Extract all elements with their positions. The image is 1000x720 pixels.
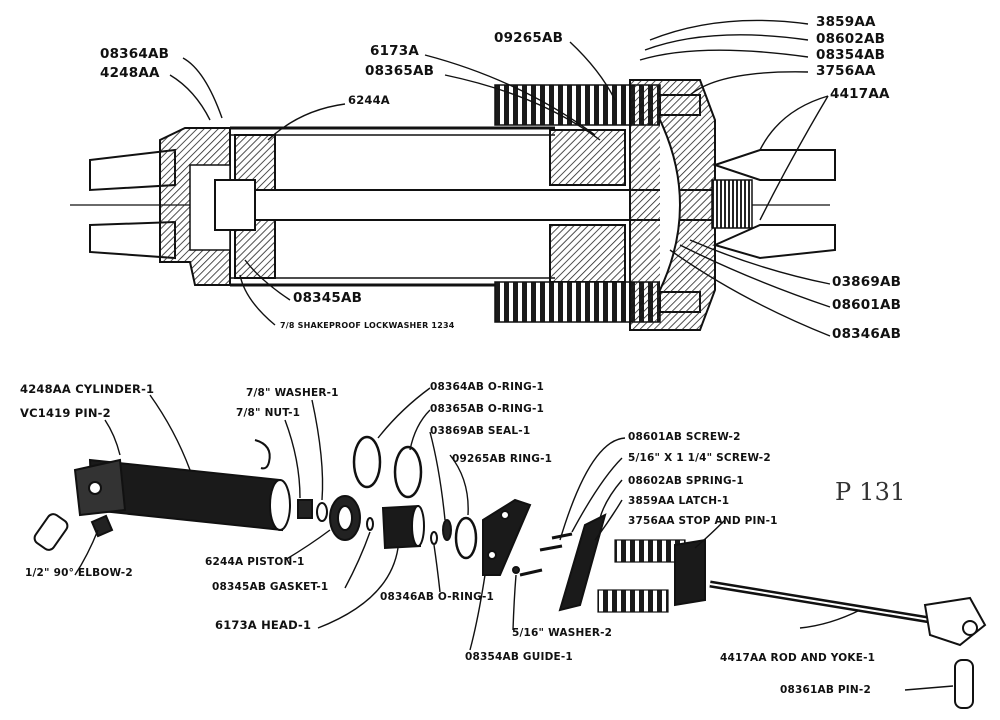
part-08361AB-pin: 08361AB PIN-2 [780,684,871,696]
part-seal: 03869AB SEAL-1 [430,425,531,437]
part-piston: 6244A PISTON-1 [205,556,305,568]
part-guide: 08354AB GUIDE-1 [465,651,573,663]
leader-lines-bottom [74,387,954,691]
latch-part [558,513,607,612]
label-6173A: 6173A [370,43,420,59]
seal-part [442,519,452,541]
part-stop-and-pin: 3756AA STOP AND PIN-1 [628,515,778,527]
cylinder-part [73,458,291,532]
part-oring-08346AB: 08346AB O-RING-1 [380,591,495,603]
label-6244A: 6244A [348,93,390,107]
part-cylinder: 4248AA CYLINDER-1 [20,382,155,396]
label-08602AB: 08602AB [816,31,886,47]
head-block [549,129,626,186]
label-08354AB: 08354AB [816,47,886,63]
exploded-view [33,435,987,709]
spring-part-bottom [597,589,669,613]
washer-part [316,502,328,522]
label-4248AA: 4248AA [100,65,160,81]
part-oring-08364AB: 08364AB O-RING-1 [430,381,545,393]
label-3756AA: 3756AA [816,63,876,79]
part-elbow: 1/2" 90° ELBOW-2 [25,567,133,579]
label-3859AA: 3859AA [816,14,876,30]
label-03869AB: 03869AB [832,274,902,290]
label-lockwasher: 7/8 SHAKEPROOF LOCKWASHER 1234 [280,321,455,330]
ring-part [454,516,478,560]
part-screw-5-16: 5/16" X 1 1/4" SCREW-2 [628,452,771,464]
label-08345AB: 08345AB [293,290,363,306]
yoke-pin-part [954,659,974,709]
page-number-note: P 131 [835,478,906,506]
yoke-part [923,596,987,647]
part-nut: 7/8" NUT-1 [236,407,301,419]
label-4417AA: 4417AA [830,86,890,102]
label-08601AB: 08601AB [832,297,902,313]
pin-part [33,513,69,551]
leader-lines-top [169,19,831,337]
part-gasket: 08345AB GASKET-1 [212,581,329,593]
part-rod-and-yoke: 4417AA ROD AND YOKE-1 [720,652,876,664]
oring-medium [393,445,423,499]
part-spring: 08602AB SPRING-1 [628,475,744,487]
stop-part [674,538,706,607]
part-head: 6173A HEAD-1 [215,618,312,632]
clip-part [254,439,271,470]
part-vc1419-pin: VC1419 PIN-2 [20,406,111,420]
label-08346AB: 08346AB [832,326,902,342]
label-09265AB: 09265AB [494,30,564,46]
nut-part [297,499,313,519]
part-ring: 09265AB RING-1 [452,453,553,465]
part-latch: 3859AA LATCH-1 [628,495,730,507]
part-washer: 7/8" WASHER-1 [246,387,339,399]
elbow-part [90,514,114,538]
label-08364AB: 08364AB [100,46,170,62]
part-oring-08365AB: 08365AB O-RING-1 [430,403,545,415]
sectional-view [70,79,836,331]
part-washer-5-16: 5/16" WASHER-2 [512,627,613,639]
label-08365AB: 08365AB [365,63,435,79]
oring-large [352,435,382,489]
part-screw-08601AB: 08601AB SCREW-2 [628,431,741,443]
